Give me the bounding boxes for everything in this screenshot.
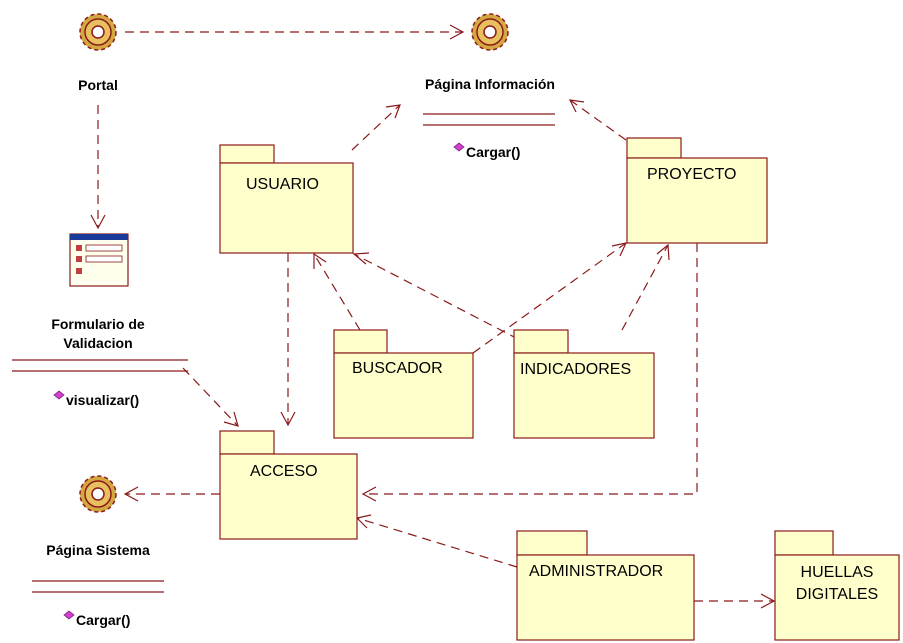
package-usuario[interactable]: USUARIO xyxy=(219,144,354,254)
package-tab xyxy=(626,137,682,159)
dep-proyecto-acceso xyxy=(363,243,698,495)
dep-proyecto-pagina-informacion xyxy=(569,99,627,141)
package-body xyxy=(626,157,768,244)
class-name: Portal xyxy=(78,77,118,93)
arrowhead xyxy=(568,99,585,113)
class-name-line2: Validacion xyxy=(63,335,132,351)
package-name: PROYECTO xyxy=(647,166,737,183)
arrowhead xyxy=(385,104,401,119)
operation-icon xyxy=(53,390,65,400)
package-name-line1: HUELLAS xyxy=(801,564,874,581)
class-name-line1: Formulario de xyxy=(51,316,145,332)
class-portal[interactable]: Portal xyxy=(78,13,118,93)
dep-indicadores-usuario xyxy=(353,253,546,354)
arrowhead xyxy=(123,486,139,502)
package-body xyxy=(333,352,474,439)
package-name: ADMINISTRADOR xyxy=(529,563,663,580)
gear-icon xyxy=(79,13,117,51)
dep-administrador-acceso xyxy=(356,517,518,568)
operation-icon xyxy=(63,610,75,620)
arrowhead xyxy=(361,486,377,502)
package-body xyxy=(774,554,900,641)
package-name: USUARIO xyxy=(246,176,319,193)
package-indicadores[interactable]: INDICADORES xyxy=(513,329,655,439)
class-pagina-informacion[interactable]: Página Información Cargar() xyxy=(423,13,555,160)
package-tab xyxy=(219,144,275,164)
arrowhead xyxy=(611,242,628,257)
package-tab xyxy=(513,329,569,354)
arrowhead xyxy=(656,243,670,261)
package-tab xyxy=(219,430,275,455)
package-name: BUSCADOR xyxy=(352,360,443,377)
class-formulario-validacion[interactable]: Formulario de Validacion visualizar() xyxy=(12,233,188,408)
operation-label: Cargar() xyxy=(466,144,520,160)
package-body xyxy=(513,352,655,439)
package-acceso[interactable]: ACCESO xyxy=(219,430,358,540)
dep-indicadores-proyecto xyxy=(621,244,669,331)
package-name: INDICADORES xyxy=(520,361,631,378)
package-body xyxy=(516,554,695,641)
package-proyecto[interactable]: PROYECTO xyxy=(626,137,768,244)
dependency-lines xyxy=(90,24,776,609)
package-tab xyxy=(516,530,588,556)
package-body xyxy=(219,453,358,540)
package-buscador[interactable]: BUSCADOR xyxy=(333,329,474,439)
gear-icon xyxy=(471,13,509,51)
arrowhead xyxy=(449,24,465,40)
package-name-line2: DIGITALES xyxy=(796,586,878,603)
class-name: Página Información xyxy=(425,76,555,92)
package-huellas-digitales[interactable]: HUELLAS DIGITALES xyxy=(774,530,900,641)
package-tab xyxy=(333,329,388,354)
arrowhead xyxy=(760,593,776,609)
dep-usuario-pagina-informacion xyxy=(351,104,401,151)
arrowhead xyxy=(313,252,327,269)
arrowhead xyxy=(223,411,239,427)
class-pagina-sistema[interactable]: Página Sistema Cargar() xyxy=(32,475,164,628)
operation-label: visualizar() xyxy=(66,392,139,408)
operation-label: Cargar() xyxy=(76,612,130,628)
dep-buscador-usuario xyxy=(313,253,361,331)
class-name: Página Sistema xyxy=(46,542,150,558)
arrowhead xyxy=(280,411,296,427)
dep-buscador-proyecto xyxy=(472,242,627,354)
dep-formulario-acceso xyxy=(182,367,239,427)
operation-icon xyxy=(453,142,465,152)
package-tab xyxy=(774,530,834,556)
form-icon xyxy=(69,233,129,287)
arrowhead xyxy=(90,214,106,230)
gear-icon xyxy=(79,475,117,513)
package-administrador[interactable]: ADMINISTRADOR xyxy=(516,530,695,641)
package-body xyxy=(219,162,354,254)
arrowhead xyxy=(352,252,370,265)
package-name: ACCESO xyxy=(250,463,318,480)
